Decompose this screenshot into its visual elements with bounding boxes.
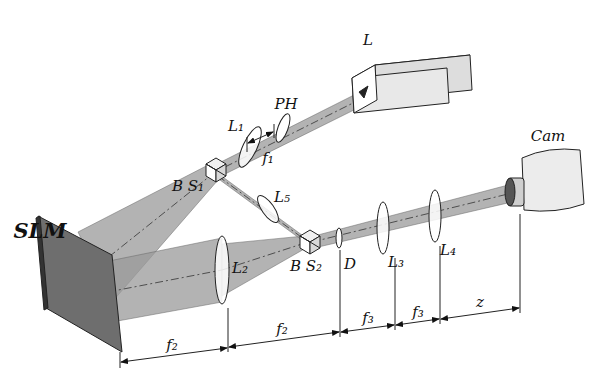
part-label: L₁ [228,119,244,134]
part-label: PH [274,97,297,112]
lens [377,202,389,254]
optical-axes [95,99,512,292]
beams [78,92,512,322]
part-label: SLM [13,220,66,241]
pinhole [273,112,293,144]
dimension-label: f₃ [362,311,374,326]
dimension-label: z [476,295,484,310]
dimension-ticks [120,124,520,368]
dimension-label: f₁ [262,151,274,166]
dimension-label: f₂ [276,322,288,337]
laser-box [352,55,472,113]
dimension-label: f₃ [412,305,424,320]
lens [215,236,229,304]
part-label: B S₂ [290,259,322,274]
part-label: L₂ [232,261,248,276]
part-label: L₅ [274,190,290,205]
beam-splitter [300,230,320,254]
dimension-label: f₂ [166,338,178,353]
camera [505,149,584,211]
beam-splitter [206,158,226,182]
part-label: Cam [531,129,566,144]
aperture [336,228,342,248]
lens [429,190,441,242]
dimension-lines [121,132,519,362]
part-label: L₄ [440,243,456,258]
part-label: D [344,257,356,272]
part-label: L₃ [388,255,404,270]
part-label: B S₁ [172,179,204,194]
part-label: L [363,33,373,48]
